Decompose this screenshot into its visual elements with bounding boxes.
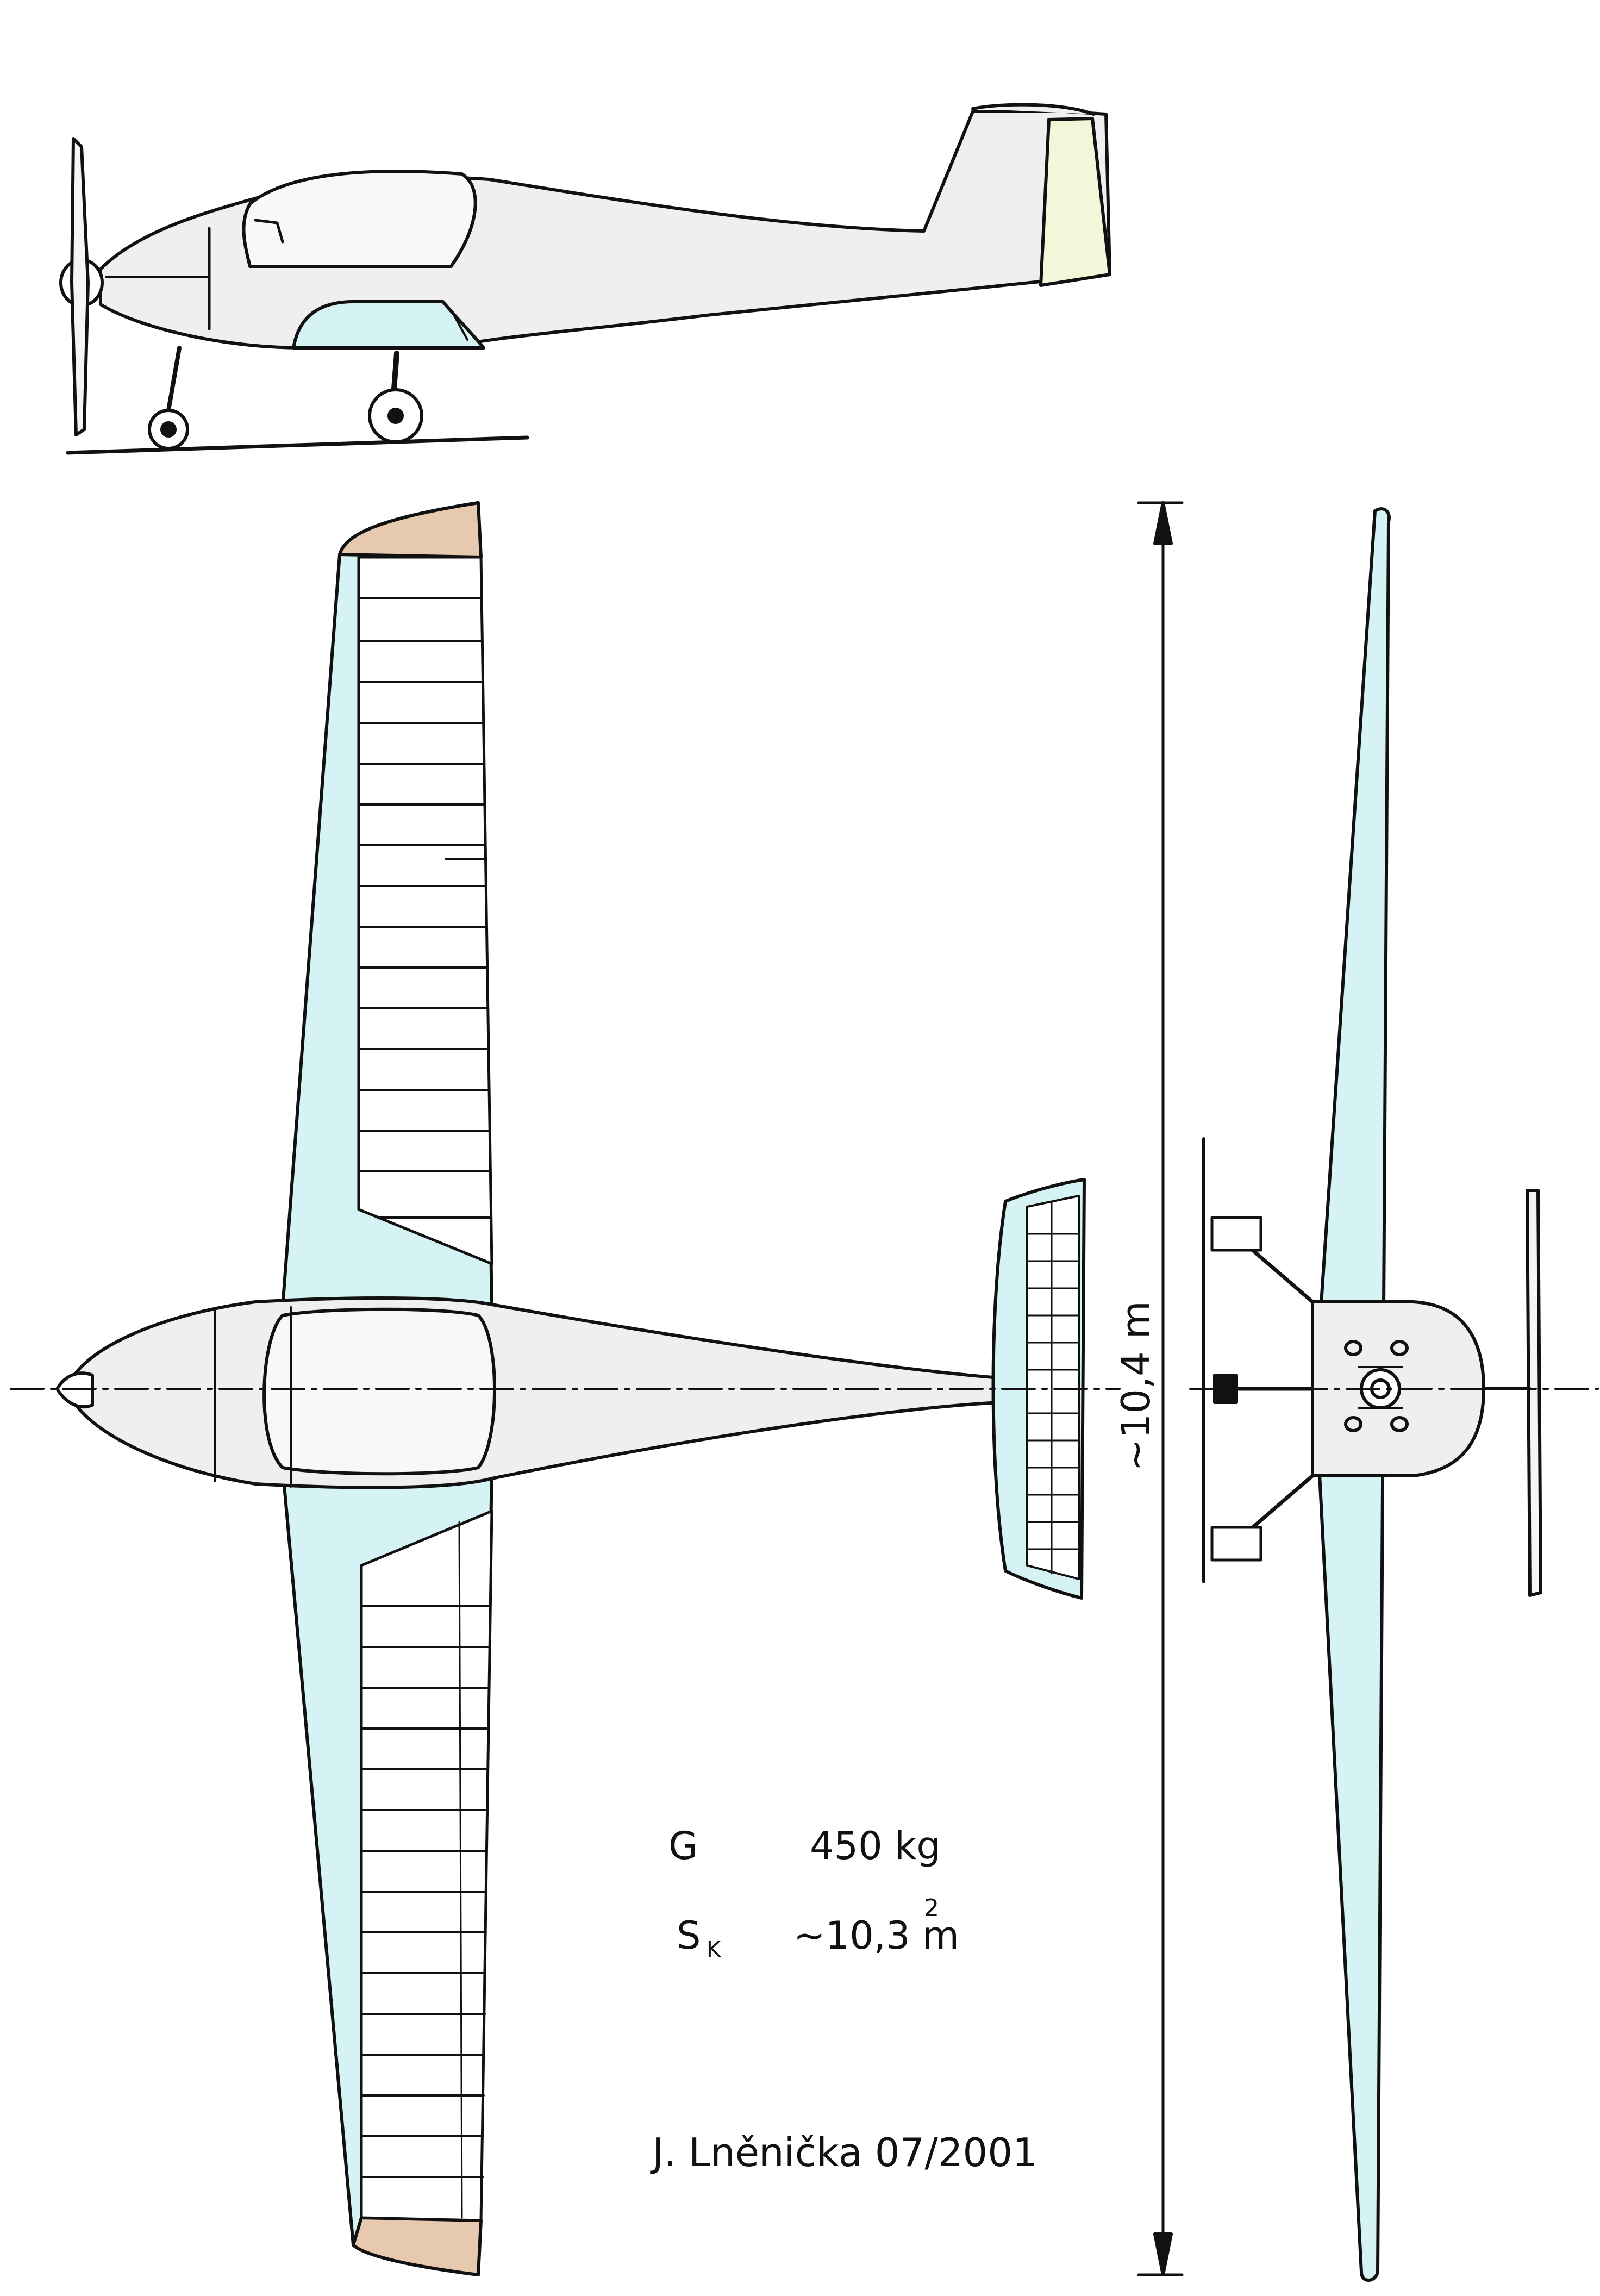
side-propeller	[70, 137, 90, 436]
side-rudder	[1039, 117, 1111, 287]
top-canopy	[262, 1307, 496, 1476]
top-view	[10, 501, 1121, 2276]
span-dimension	[1137, 501, 1184, 2276]
front-view	[1189, 507, 1599, 2282]
front-propeller	[1526, 1189, 1542, 1597]
weight-value: 450 kg	[810, 1824, 941, 1868]
wingtip-lower	[352, 2216, 483, 2276]
area-symbol-sub: K	[707, 1937, 722, 1962]
signature: J. Lněnička 07/2001	[650, 2130, 1038, 2175]
side-wing-fairing	[292, 300, 485, 350]
top-fuselage	[66, 1296, 1002, 1489]
wingtip-upper	[338, 501, 483, 559]
ground-line	[66, 435, 529, 455]
weight-symbol: G	[668, 1824, 698, 1868]
side-fin-cap	[971, 103, 1095, 116]
area-value: ~10,3 m	[793, 1913, 959, 1958]
area-exponent: 2	[924, 1894, 939, 1922]
span-label: ~10,4 m	[1113, 1301, 1159, 1471]
area-symbol: S	[677, 1913, 701, 1958]
side-view	[59, 103, 1111, 455]
side-canopy	[242, 170, 477, 268]
top-spinner	[55, 1371, 94, 1409]
